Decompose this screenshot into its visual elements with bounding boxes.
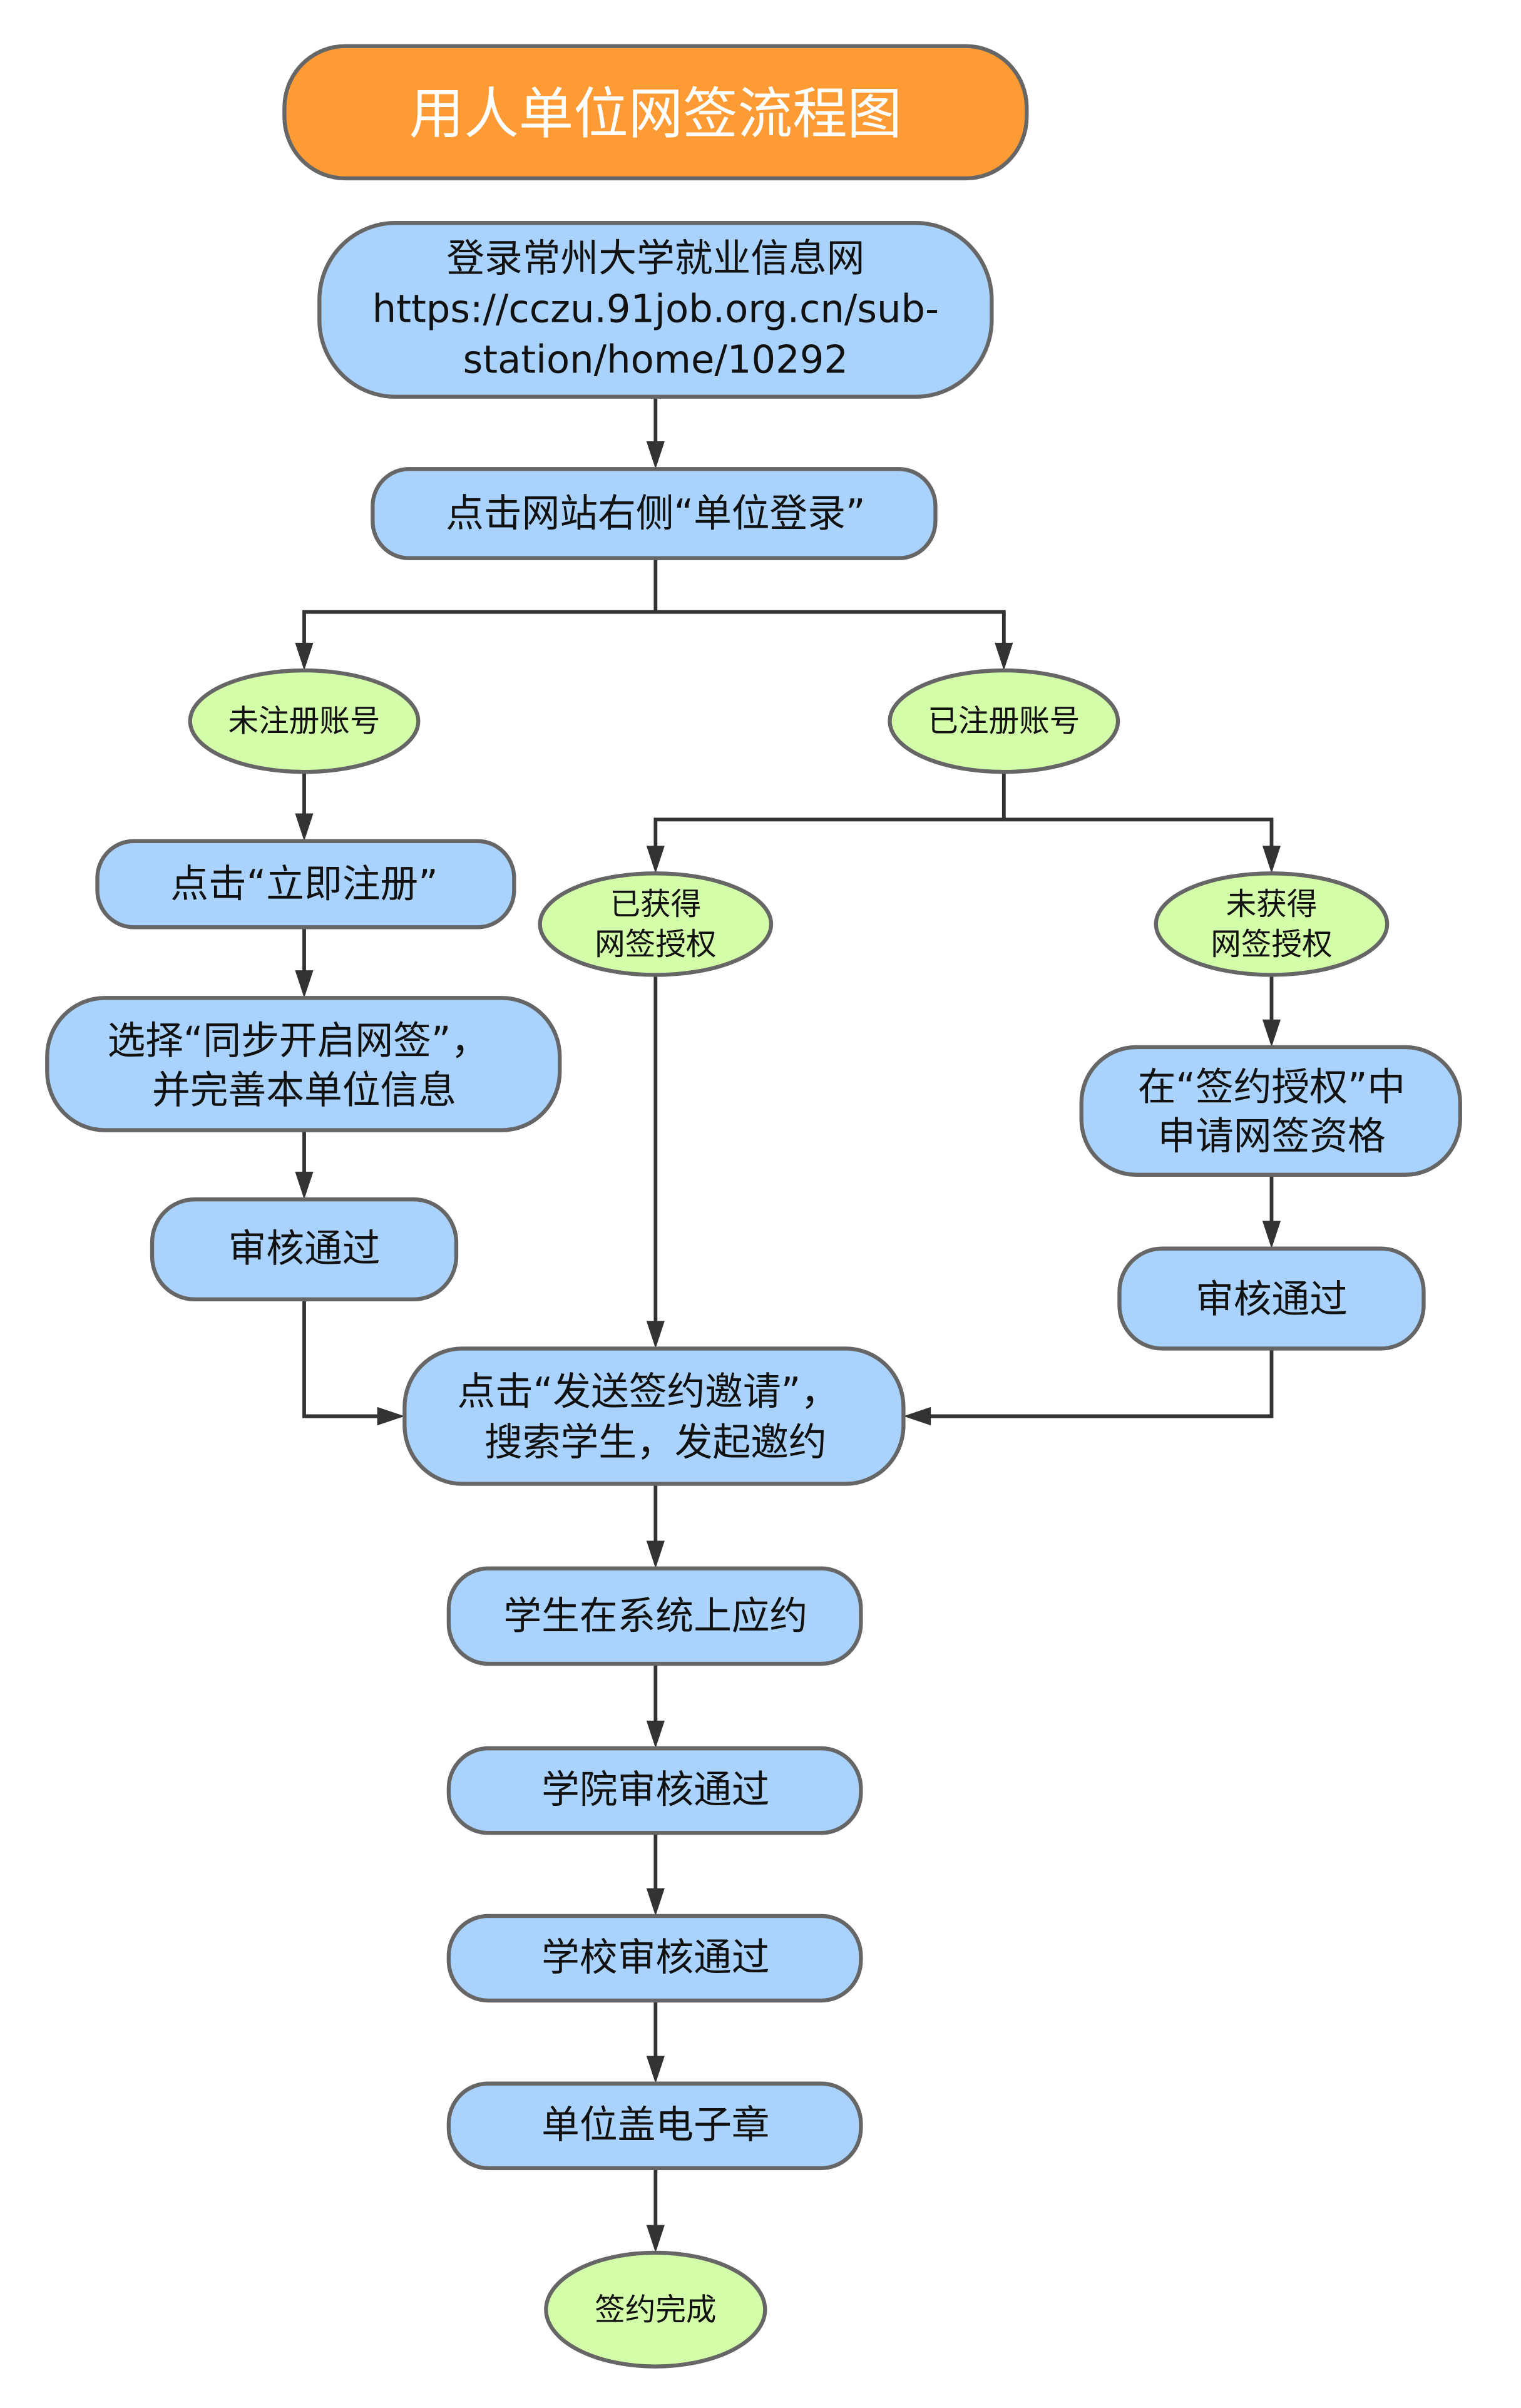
node-label: 签约完成: [595, 2292, 716, 2327]
arrow-down-icon: [646, 1720, 665, 1749]
node-label: 网签授权: [595, 926, 716, 962]
node-student-accept: 学生在系统上应约: [446, 1566, 863, 1666]
node-unit-seal: 单位盖电子章: [446, 2081, 863, 2170]
node-label: 申请网签资格: [1157, 1114, 1385, 1159]
node-send-invite: 点击“发送签约邀请”， 搜索学生，发起邀约: [402, 1346, 906, 1486]
node-shape: [371, 467, 938, 560]
arrow-down-icon: [1262, 846, 1281, 874]
node-label: 已获得: [610, 886, 701, 922]
node-apply-qualification: 在“签约授权”中 申请网签资格: [1079, 1045, 1462, 1177]
node-label: 并完善本单位信息: [152, 1068, 456, 1112]
node-login: 登录常州大学就业信息网 https://cczu.91job.org.cn/su…: [317, 221, 994, 399]
node-shape: [446, 1566, 863, 1666]
arrow-down-icon: [295, 642, 314, 671]
node-label: 点击“发送签约邀请”，: [457, 1370, 839, 1414]
node-label: 审核通过: [1196, 1277, 1348, 1321]
arrow-down-icon: [295, 813, 314, 841]
node-shape: [402, 1346, 906, 1486]
node-enable-sign: 选择“同步开启网签”， 并完善本单位信息: [45, 996, 562, 1132]
edge-left-approved-to-invite: [302, 1299, 390, 1418]
node-shape: [888, 668, 1120, 774]
node-school-approve: 学校审核通过: [446, 1914, 863, 2003]
edge-registered-branch: [653, 772, 1274, 858]
node-shape: [1117, 1246, 1426, 1351]
arrow-down-icon: [646, 2225, 665, 2253]
node-registered: 已注册账号: [888, 668, 1120, 774]
node-unregistered: 未注册账号: [188, 668, 421, 774]
node-label: 登录常州大学就业信息网: [446, 236, 864, 280]
arrow-down-icon: [646, 1540, 665, 1569]
node-label: 学院审核通过: [541, 1768, 769, 1812]
node-shape: [446, 1914, 863, 2003]
node-label: 选择“同步开启网签”，: [107, 1018, 489, 1063]
arrowheads: [295, 441, 1281, 2253]
title-shape: [282, 44, 1029, 181]
arrow-down-icon: [295, 1171, 314, 1200]
node-shape: [1079, 1045, 1462, 1177]
arrow-down-icon: [646, 846, 665, 874]
arrow-down-icon: [1262, 1019, 1281, 1047]
node-shape: [150, 1197, 459, 1302]
node-label: 在“签约授权”中: [1138, 1065, 1405, 1109]
node-left-approved: 审核通过: [150, 1197, 459, 1302]
node-label: 学生在系统上应约: [503, 1594, 807, 1638]
node-label: 网签授权: [1211, 926, 1332, 962]
node-authorized: 已获得 网签授权: [538, 871, 774, 977]
arrow-down-icon: [995, 642, 1013, 671]
arrow-down-icon: [646, 441, 665, 469]
node-register-now: 点击“立即注册”: [95, 839, 516, 930]
node-label: 未注册账号: [228, 703, 381, 739]
node-college-approve: 学院审核通过: [446, 1746, 863, 1835]
node-label: 点击网站右侧“单位登录”: [446, 491, 865, 536]
node-label-url: https://cczu.91job.org.cn/sub-: [372, 287, 939, 331]
edge-unit-login-branch: [302, 558, 1006, 655]
arrow-left-icon: [903, 1406, 931, 1426]
node-shape: [446, 2081, 863, 2170]
node-not-authorized: 未获得 网签授权: [1154, 871, 1390, 977]
arrow-down-icon: [1262, 1221, 1281, 1249]
node-label: 已注册账号: [928, 703, 1080, 739]
node-label: 未获得: [1226, 886, 1318, 922]
node-shape: [544, 2250, 767, 2369]
node-label: 学校审核通过: [541, 1935, 769, 1980]
node-unit-login: 点击网站右侧“单位登录”: [371, 467, 938, 560]
node-complete: 签约完成: [544, 2250, 767, 2369]
node-label-url: station/home/10292: [463, 337, 848, 382]
arrow-down-icon: [295, 970, 314, 998]
arrow-down-icon: [646, 1321, 665, 1349]
node-shape: [446, 1746, 863, 1835]
node-shape: [45, 996, 562, 1132]
title-node: 用人单位网签流程图: [282, 44, 1029, 181]
arrow-right-icon: [377, 1406, 405, 1426]
arrow-down-icon: [646, 1888, 665, 1916]
node-right-approved: 审核通过: [1117, 1246, 1426, 1351]
node-label: 审核通过: [228, 1226, 381, 1271]
node-shape: [538, 871, 774, 977]
node-label: 搜索学生，发起邀约: [484, 1420, 827, 1465]
node-shape: [188, 668, 421, 774]
node-label: 单位盖电子章: [541, 2103, 769, 2147]
node-shape: [317, 221, 994, 399]
arrow-down-icon: [646, 2056, 665, 2084]
node-shape: [95, 839, 516, 930]
page-title: 用人单位网签流程图: [409, 81, 902, 146]
edge-right-approved-to-invite: [918, 1348, 1274, 1418]
node-shape: [1154, 871, 1390, 977]
node-label: 点击“立即注册”: [170, 862, 438, 906]
